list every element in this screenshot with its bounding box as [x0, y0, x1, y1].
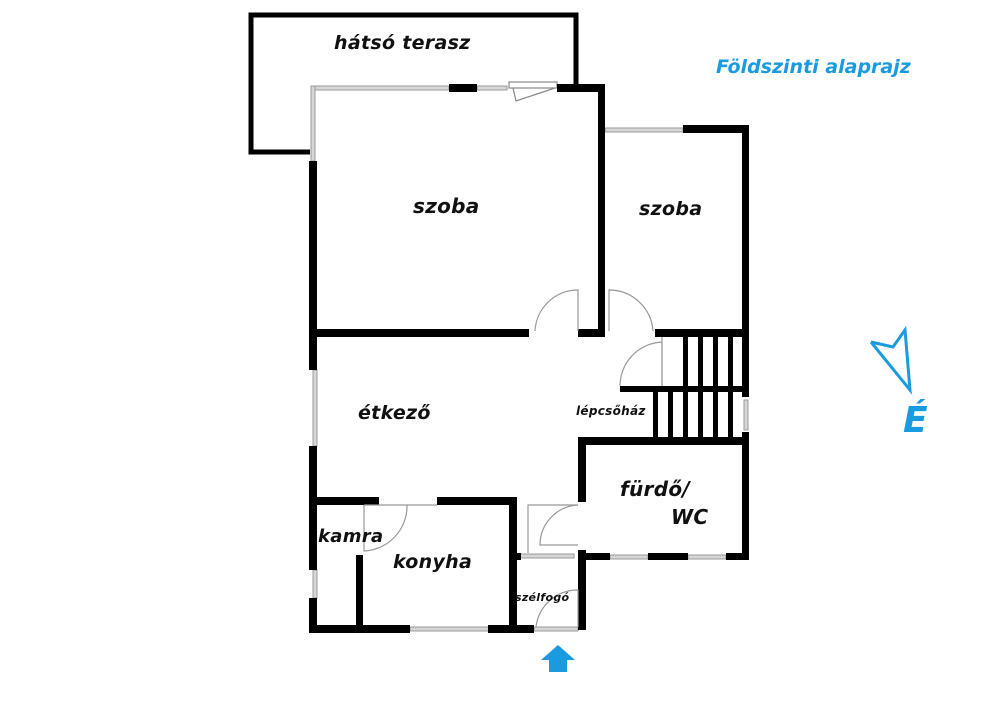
- terrace-door: [508, 81, 558, 102]
- plan-title: Földszinti alaprajz: [716, 56, 911, 78]
- room-label-pantry: kamra: [318, 526, 384, 547]
- room-label-terrace: hátsó terasz: [334, 32, 471, 54]
- walls: [309, 84, 749, 633]
- room-label-room-small: szoba: [639, 198, 703, 220]
- room-label-vestibule: szélfogó: [515, 591, 570, 604]
- room-label-room-large: szoba: [413, 194, 480, 218]
- door-swings: [363, 289, 663, 628]
- room-label-kitchen: konyha: [393, 551, 473, 573]
- room-label-stairs: lépcsőház: [576, 404, 646, 418]
- room-label-bath: fürdő/: [620, 477, 690, 501]
- north-arrow-icon: [869, 325, 912, 395]
- terrace-outline: [248, 12, 579, 155]
- room-label-dining: étkező: [358, 402, 431, 424]
- north-label: É: [903, 400, 928, 441]
- windows: [310, 85, 749, 632]
- entrance-arrow-icon: [541, 645, 575, 672]
- stair-treads: [653, 337, 733, 440]
- room-label-bath-wc: WC: [671, 505, 709, 529]
